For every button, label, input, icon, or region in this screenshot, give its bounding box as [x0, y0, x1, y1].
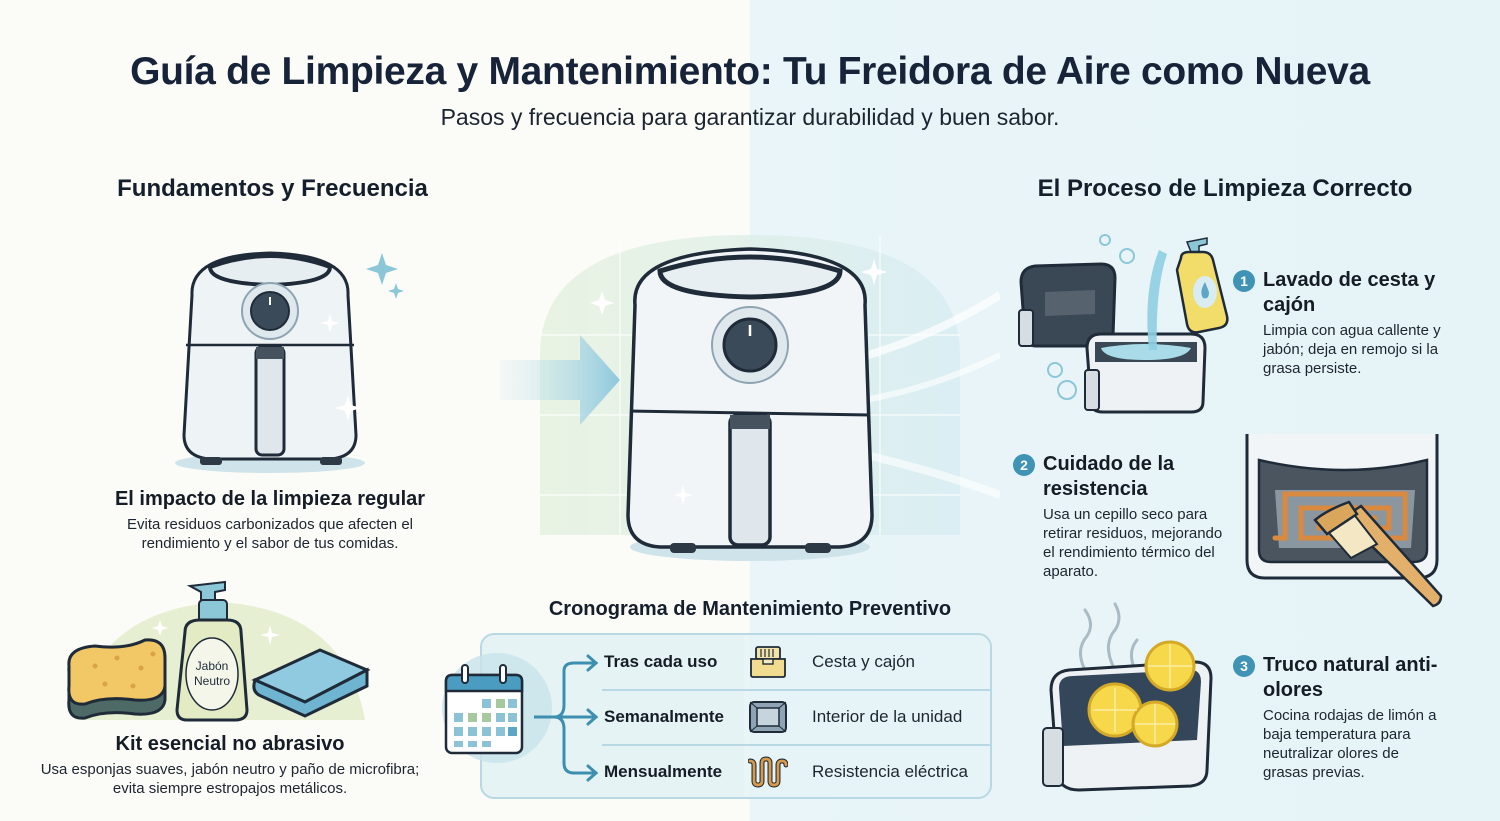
sponge-icon	[67, 638, 167, 720]
kit-card: Kit esencial no abrasivo Usa esponjas su…	[40, 733, 420, 798]
step-title: Cuidado de la resistencia	[1043, 453, 1175, 500]
schedule-area: Cesta y cajón	[812, 652, 915, 671]
schedule-row: Tras cada uso Cesta y cajón	[602, 635, 990, 690]
impact-card: El impacto de la limpieza regular Evita …	[90, 488, 450, 553]
heating-coil-icon	[748, 755, 788, 789]
oven-interior-icon	[748, 700, 788, 734]
schedule-row: Mensualmente Resistencia eléctrica	[602, 745, 990, 800]
step-text: Limpia con agua callente y jabón; deja e…	[1263, 322, 1441, 377]
air-fryer-hero-illustration	[500, 235, 1000, 565]
impact-text: Evita residuos carbonizados que afecten …	[126, 516, 413, 552]
brush-icon	[1313, 500, 1443, 608]
page-title: Guía de Limpieza y Mantenimiento: Tu Fre…	[130, 50, 1370, 93]
impact-title: El impacto de la limpieza regular	[114, 488, 426, 510]
step-text: Cocina rodajas de limón a baja temperatu…	[1263, 707, 1437, 781]
basket-washing-illustration	[1015, 230, 1235, 420]
cleaning-kit-illustration: Jabón Neutro	[55, 570, 385, 730]
kit-title: Kit esencial no abrasivo	[115, 733, 345, 755]
step-number-badge: 1	[1233, 270, 1255, 292]
svg-text:Neutro: Neutro	[194, 674, 230, 688]
step-text: Usa un cepillo seco para retirar residuo…	[1043, 506, 1223, 580]
sparkle-icon	[366, 253, 398, 285]
schedule-area: Resistencia eléctrica	[812, 762, 968, 781]
section-title-fundamentals: Fundamentos y Frecuencia	[117, 175, 428, 202]
soap-bottle-icon: Jabón Neutro	[175, 580, 249, 722]
step-3: 3 Truco natural anti-olores Cocina rodaj…	[1233, 653, 1448, 782]
section-title-process: El Proceso de Limpieza Correcto	[1037, 175, 1413, 202]
schedule-row: Semanalmente Interior de la unidad	[602, 690, 990, 745]
schedule-table: Tras cada uso Cesta y cajón Semanalmente…	[442, 633, 992, 800]
schedule-title: Cronograma de Mantenimiento Preventivo	[548, 598, 952, 620]
microfiber-cloth-icon	[251, 648, 371, 718]
schedule-area: Interior de la unidad	[812, 707, 963, 726]
air-fryer-illustration-small	[170, 235, 420, 475]
svg-text:Jabón: Jabón	[196, 659, 229, 673]
step-title: Lavado de cesta y cajón	[1263, 269, 1436, 316]
row-divider	[602, 689, 990, 691]
step-number-badge: 3	[1233, 655, 1255, 677]
row-divider	[602, 744, 990, 746]
branch-arrows-icon	[534, 645, 604, 795]
arrow-right-icon	[500, 335, 620, 425]
step-2: 2 Cuidado de la resistencia Usa un cepil…	[1013, 452, 1228, 581]
basket-icon	[748, 645, 788, 679]
step-number-badge: 2	[1013, 454, 1035, 476]
heating-element-brush-illustration	[1245, 430, 1445, 610]
dish-soap-bottle-icon	[1175, 237, 1229, 334]
schedule-frequency: Semanalmente	[604, 707, 724, 726]
schedule-frequency: Tras cada uso	[604, 652, 718, 671]
calendar-icon	[444, 657, 524, 757]
step-title: Truco natural anti-olores	[1263, 654, 1438, 701]
lemon-slice-icon	[1087, 640, 1196, 748]
step-1: 1 Lavado de cesta y cajón Limpia con agu…	[1233, 268, 1448, 378]
page-subtitle: Pasos y frecuencia para garantizar durab…	[440, 104, 1060, 130]
kit-text: Usa esponjas suaves, jabón neutro y paño…	[40, 761, 420, 797]
schedule-frequency: Mensualmente	[604, 762, 723, 781]
lemon-deodorize-illustration	[1035, 600, 1235, 800]
